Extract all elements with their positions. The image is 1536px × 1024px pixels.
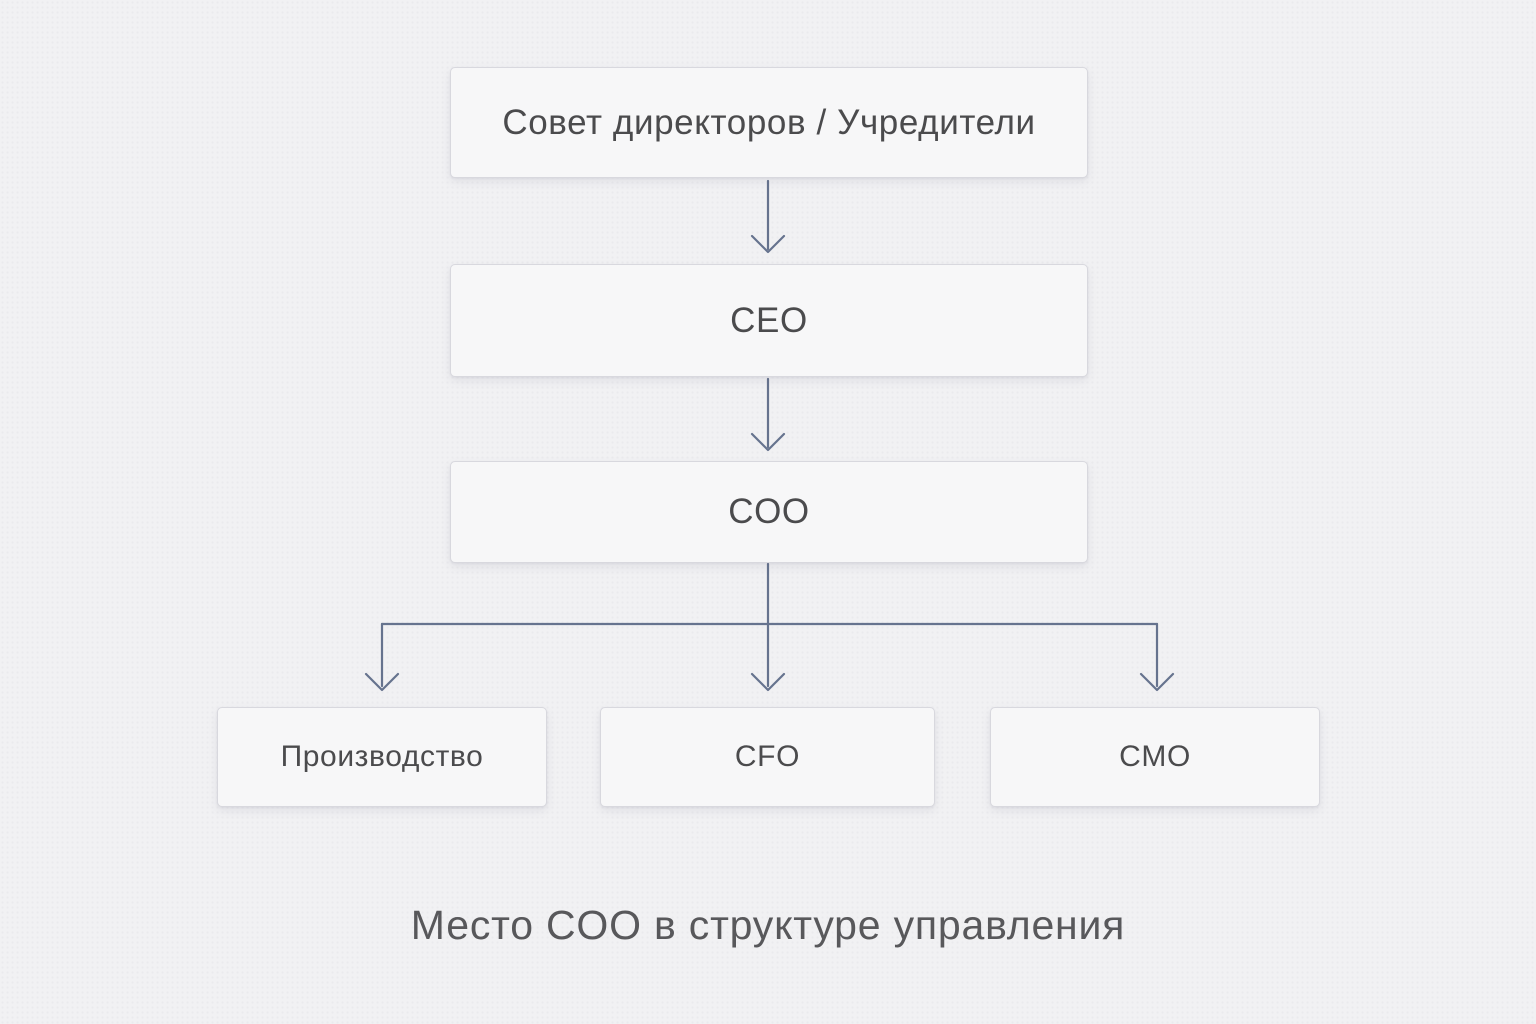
node-production: Производство (217, 707, 547, 807)
diagram-caption: Место COO в структуре управления (410, 902, 1126, 948)
node-ceo: CEO (450, 264, 1088, 377)
node-board-label: Совет директоров / Учредители (502, 102, 1036, 142)
node-cfo: CFO (600, 707, 935, 807)
arrow-down-icon (750, 672, 786, 692)
arrow-down-icon (750, 234, 786, 254)
node-production-label: Производство (280, 740, 484, 773)
node-cmo: CMO (990, 707, 1320, 807)
arrow-down-icon (750, 432, 786, 452)
node-board-of-directors: Совет директоров / Учредители (450, 67, 1088, 178)
node-coo-label: COO (728, 492, 810, 531)
arrow-down-icon (1139, 672, 1175, 692)
arrow-down-icon (364, 672, 400, 692)
node-cfo-label: CFO (734, 740, 801, 773)
node-cmo-label: CMO (1119, 740, 1191, 773)
node-ceo-label: CEO (730, 300, 808, 340)
node-coo: COO (450, 461, 1088, 563)
